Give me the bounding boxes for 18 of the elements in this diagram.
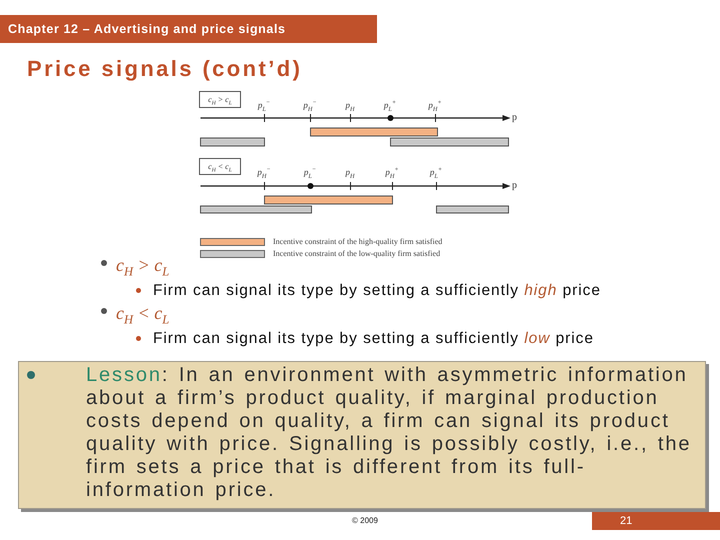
tick-label: p$_{H}$ xyxy=(345,100,355,111)
bullet-text: c$_{H}$ < c$_{L}$ xyxy=(116,303,170,323)
condition-label: c$_{H}$ > c$_{L}$ xyxy=(199,91,241,108)
lesson-panel xyxy=(18,361,706,509)
axis-label: p xyxy=(512,180,517,191)
condition-label: c$_{H}$ < c$_{L}$ xyxy=(199,158,241,175)
slide-title: Price signals (cont’d) xyxy=(27,56,302,82)
lesson-text: Lesson: In an environment with asymmetric information about a firm’s product quality, if marginal production costs depend on quality, a firm can signal its product quality with price. Signalling is possibly costly, i.e., the firm sets a price that is different from its full-information price. xyxy=(86,364,692,502)
tick-label: p$_{H}$ xyxy=(345,167,355,178)
legend-text: Incentive constraint of the high-quality firm satisfied xyxy=(273,237,442,246)
page-number: 21 xyxy=(592,512,720,530)
bullet-text: Firm can signal its type by setting a sufficiently low price xyxy=(153,330,594,348)
bullet-text: c$_{H}$ > c$_{L}$ xyxy=(116,255,170,275)
chapter-header: Chapter 12 – Advertising and price signals xyxy=(0,15,377,43)
axis-label: p xyxy=(512,112,517,123)
copyright-text: © 2009 xyxy=(352,516,378,526)
bullet-text: Firm can signal its type by setting a sufficiently high price xyxy=(153,282,601,300)
legend-text: Incentive constraint of the low-quality firm satisfied xyxy=(273,249,440,258)
